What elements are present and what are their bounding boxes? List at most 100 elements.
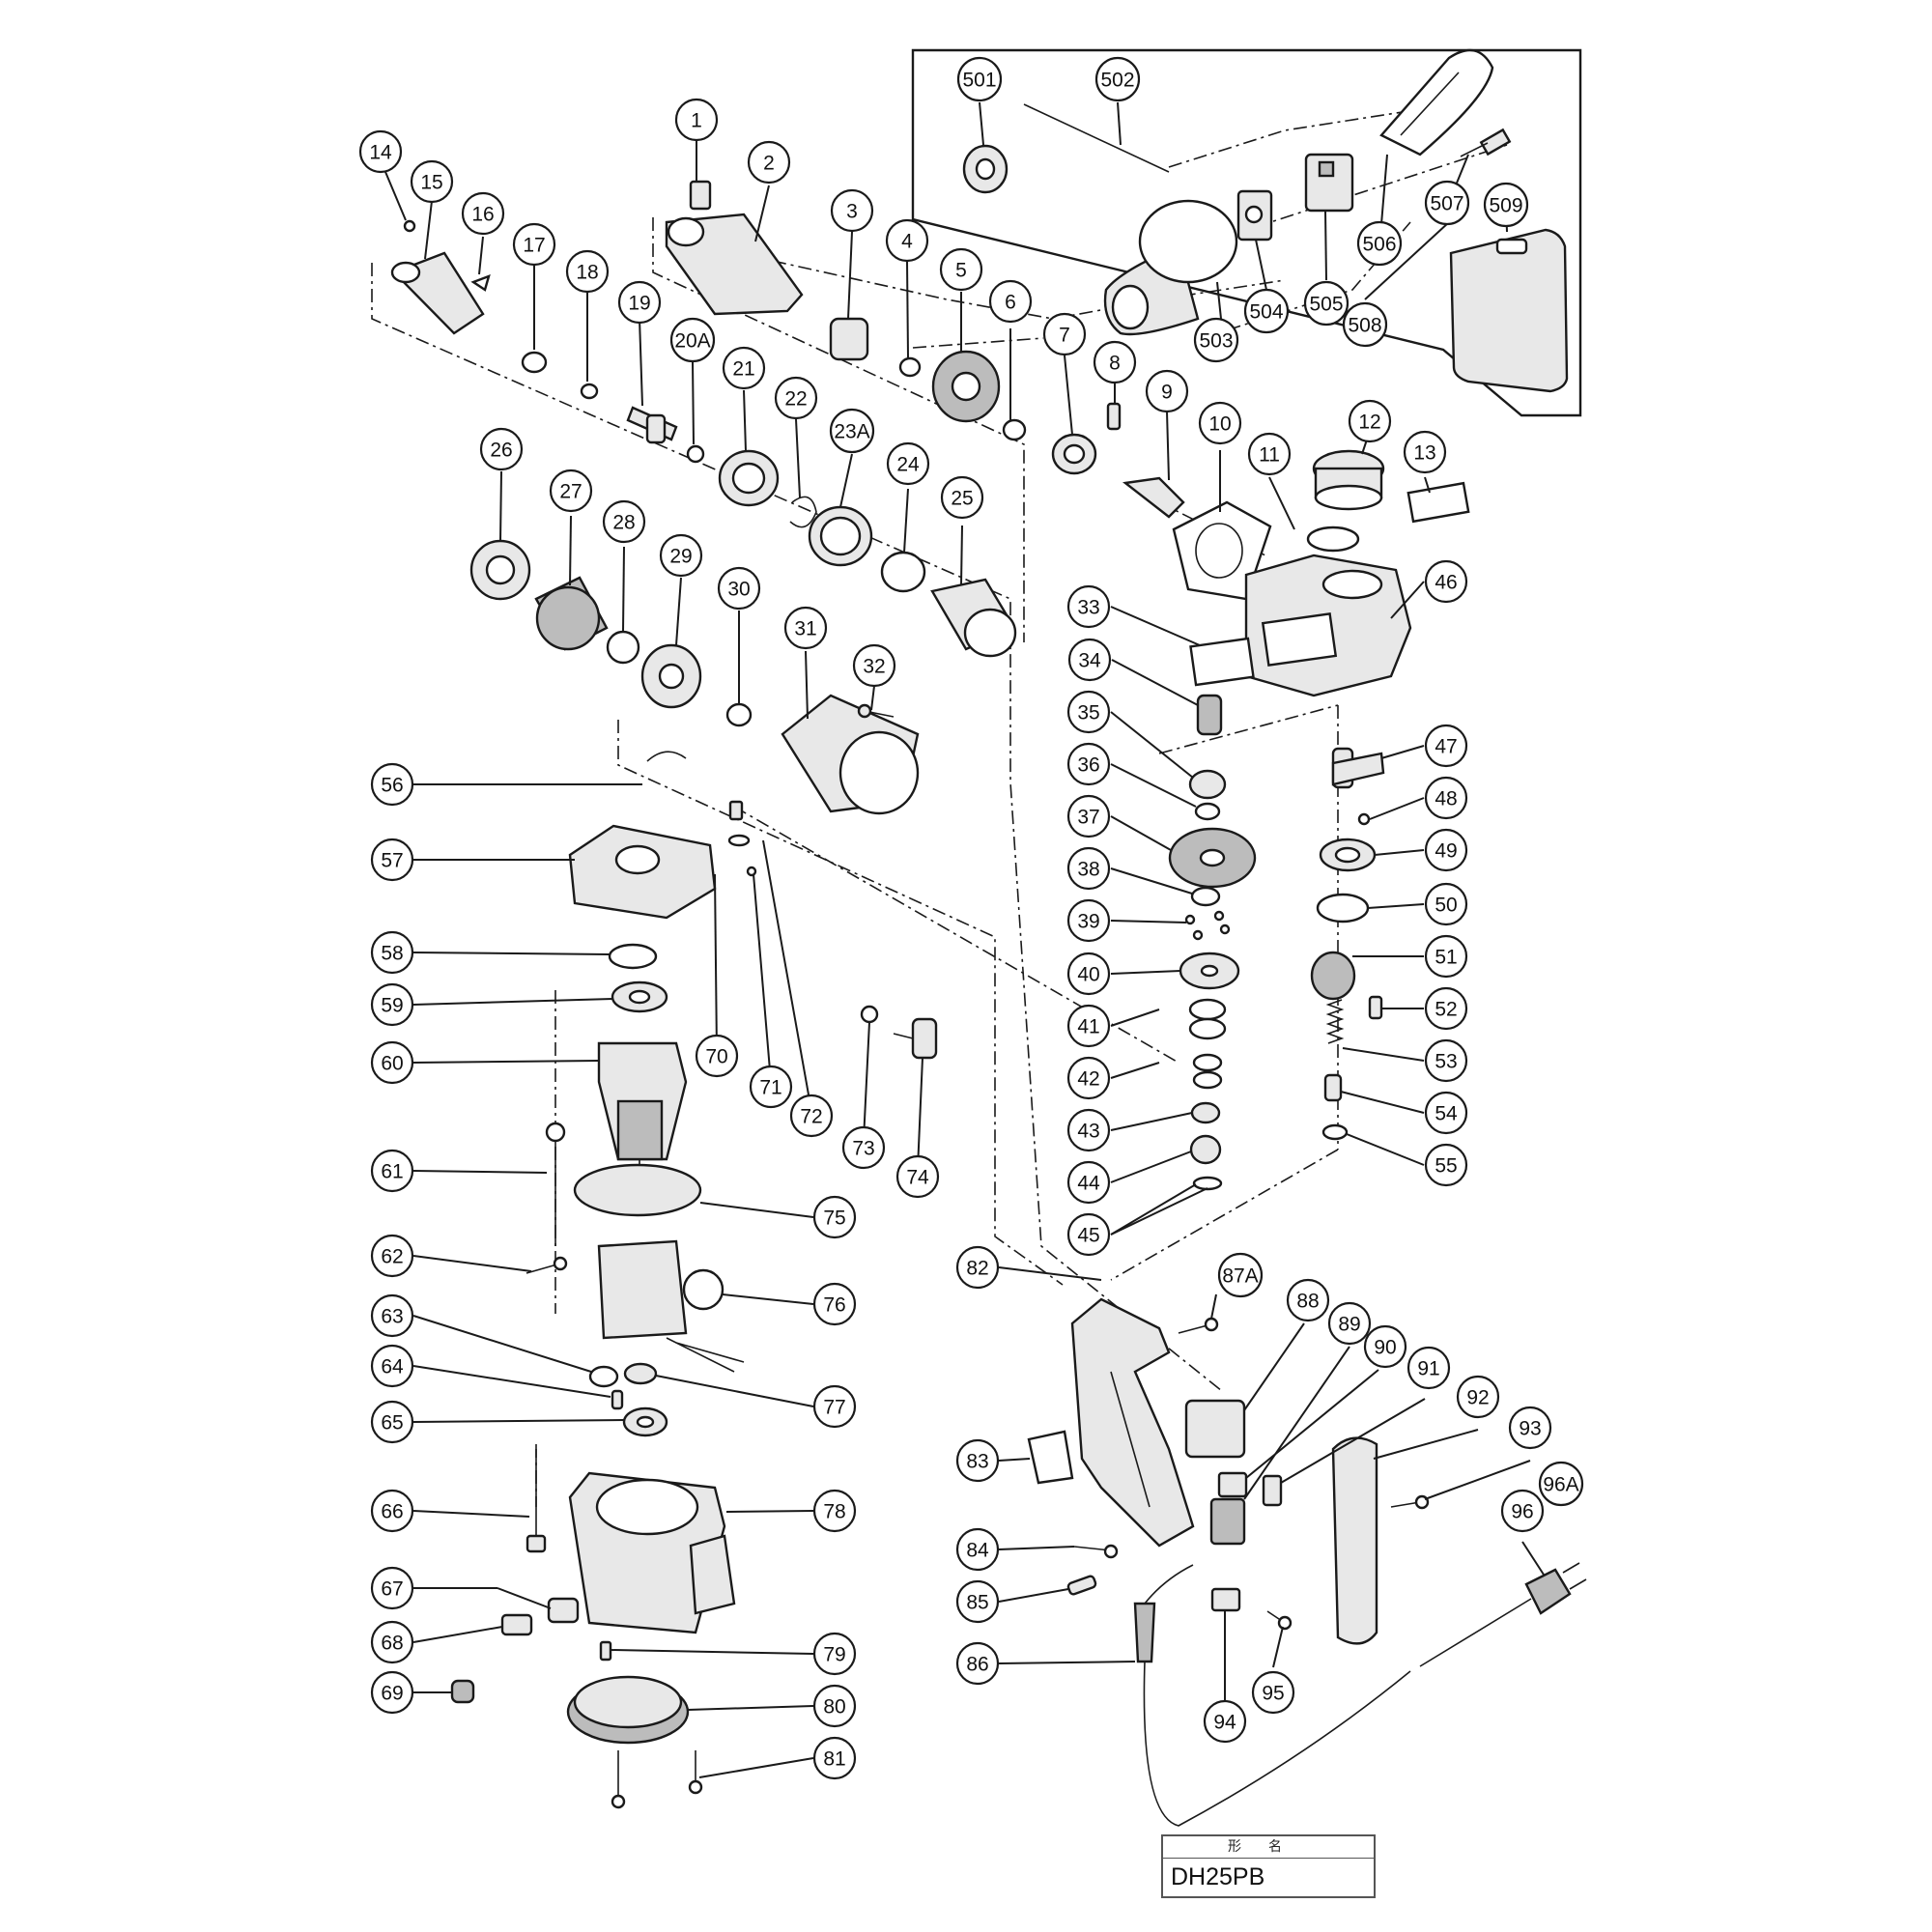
- callout-53: 53: [1424, 1038, 1468, 1083]
- part-15-sleeve: [390, 251, 485, 335]
- callout-66: 66: [370, 1489, 414, 1533]
- callout-circle: [1198, 401, 1242, 445]
- callout-label: 61: [381, 1161, 403, 1183]
- part-91-terminal: [1262, 1474, 1283, 1507]
- callout-circle: [852, 643, 896, 688]
- callout-circle: [370, 1293, 414, 1338]
- callout-circle: [1424, 559, 1468, 604]
- callout-circle: [1424, 1038, 1468, 1083]
- part-34-gear: [1196, 694, 1223, 736]
- callout-label: 36: [1077, 754, 1099, 777]
- callout-42: 42: [1066, 1056, 1111, 1100]
- part-70-72-fasteners: [727, 800, 757, 877]
- callout-circle: [841, 1125, 886, 1170]
- part-30-ring: [725, 702, 753, 727]
- callout-label: 37: [1077, 807, 1099, 829]
- part-7-bearing: [1051, 433, 1097, 475]
- callout-label: 58: [381, 943, 403, 965]
- callout-circle: [659, 533, 703, 578]
- callout-circle: [1424, 986, 1468, 1031]
- callout-circle: [1203, 1699, 1247, 1744]
- motor-parts: [450, 751, 938, 1809]
- part-49-bearing: [1319, 838, 1377, 872]
- part-16-cap: [470, 274, 491, 292]
- callout-29: 29: [659, 533, 703, 578]
- callout-circle: [812, 1489, 857, 1533]
- callout-circle: [812, 1282, 857, 1326]
- part-54-pin: [1323, 1073, 1343, 1102]
- part-2-cylinder: [665, 213, 804, 316]
- callout-circle: [1424, 882, 1468, 926]
- callout-circle: [1066, 898, 1111, 943]
- part-39-balls: [1184, 910, 1231, 941]
- callout-28: 28: [602, 499, 646, 544]
- callout-33: 33: [1066, 584, 1111, 629]
- callout-label: 31: [794, 618, 816, 640]
- part-506-band: [1379, 48, 1494, 156]
- callout-25: 25: [940, 475, 984, 520]
- callout-circle: [1327, 1301, 1372, 1346]
- part-501-washer: [962, 144, 1009, 194]
- callout-circle: [1500, 1489, 1545, 1533]
- part-69-cap: [450, 1679, 475, 1704]
- part-64-pin: [611, 1389, 624, 1410]
- callout-circle: [1066, 794, 1111, 838]
- callout-label: 44: [1077, 1173, 1100, 1195]
- callout-label: 77: [823, 1397, 845, 1419]
- callout-41: 41: [1066, 1004, 1111, 1048]
- callout-505: 505: [1303, 280, 1350, 327]
- callout-label: 28: [612, 512, 635, 534]
- part-41-washer-a: [1188, 998, 1227, 1021]
- callout-circle: [410, 159, 454, 204]
- callout-circle: [1145, 369, 1189, 413]
- part-26-bearing: [469, 539, 531, 601]
- callout-label: 7: [1059, 325, 1070, 347]
- part-61-screw: [545, 1122, 566, 1246]
- callout-circle: [955, 1527, 1000, 1572]
- part-6-ring: [1002, 418, 1027, 441]
- callout-8: 8: [1093, 340, 1137, 384]
- part-19-striker: [626, 406, 678, 444]
- callout-36: 36: [1066, 742, 1111, 786]
- part-67-bushing: [547, 1597, 580, 1624]
- callout-label: 76: [823, 1294, 845, 1317]
- callout-65: 65: [370, 1400, 414, 1444]
- callout-circle: [1483, 182, 1529, 228]
- callout-label: 45: [1077, 1225, 1099, 1247]
- callout-label: 42: [1077, 1068, 1099, 1091]
- part-60-armature: [597, 1041, 688, 1203]
- callout-circle: [1424, 724, 1468, 768]
- callout-502: 502: [1094, 56, 1141, 102]
- callout-circle: [1424, 1091, 1468, 1135]
- callout-label: 89: [1338, 1314, 1360, 1336]
- callout-35: 35: [1066, 690, 1111, 734]
- part-27-gear: [534, 576, 609, 651]
- part-32-screw: [857, 703, 895, 719]
- callout-7: 7: [1042, 312, 1087, 356]
- callout-label: 11: [1259, 444, 1280, 467]
- callout-label: 46: [1435, 572, 1457, 594]
- part-1-pin: [689, 180, 712, 211]
- part-12-cap: [1312, 449, 1385, 511]
- callout-86: 86: [955, 1641, 1000, 1686]
- callout-19: 19: [617, 280, 662, 325]
- part-43-bushing: [1190, 1101, 1221, 1124]
- callout-label: 69: [381, 1683, 403, 1705]
- callout-label: 8: [1109, 353, 1121, 375]
- callout-85: 85: [955, 1579, 1000, 1624]
- callout-label: 502: [1100, 70, 1134, 92]
- part-41-washer-b: [1188, 1017, 1227, 1040]
- part-50-cover: [1316, 893, 1370, 923]
- callout-circle: [1066, 1108, 1111, 1152]
- callout-circle: [955, 1641, 1000, 1686]
- drill-mechanism-parts: [390, 180, 1185, 815]
- callout-circle: [1424, 776, 1468, 820]
- part-23A-bearing: [808, 505, 873, 567]
- callout-12: 12: [1348, 399, 1392, 443]
- callout-label: 66: [381, 1501, 403, 1523]
- callout-label: 501: [962, 70, 996, 92]
- part-36-washer: [1194, 802, 1221, 821]
- callout-circle: [1067, 638, 1112, 682]
- part-53-spring: [1325, 999, 1345, 1044]
- callout-11: 11: [1247, 432, 1292, 476]
